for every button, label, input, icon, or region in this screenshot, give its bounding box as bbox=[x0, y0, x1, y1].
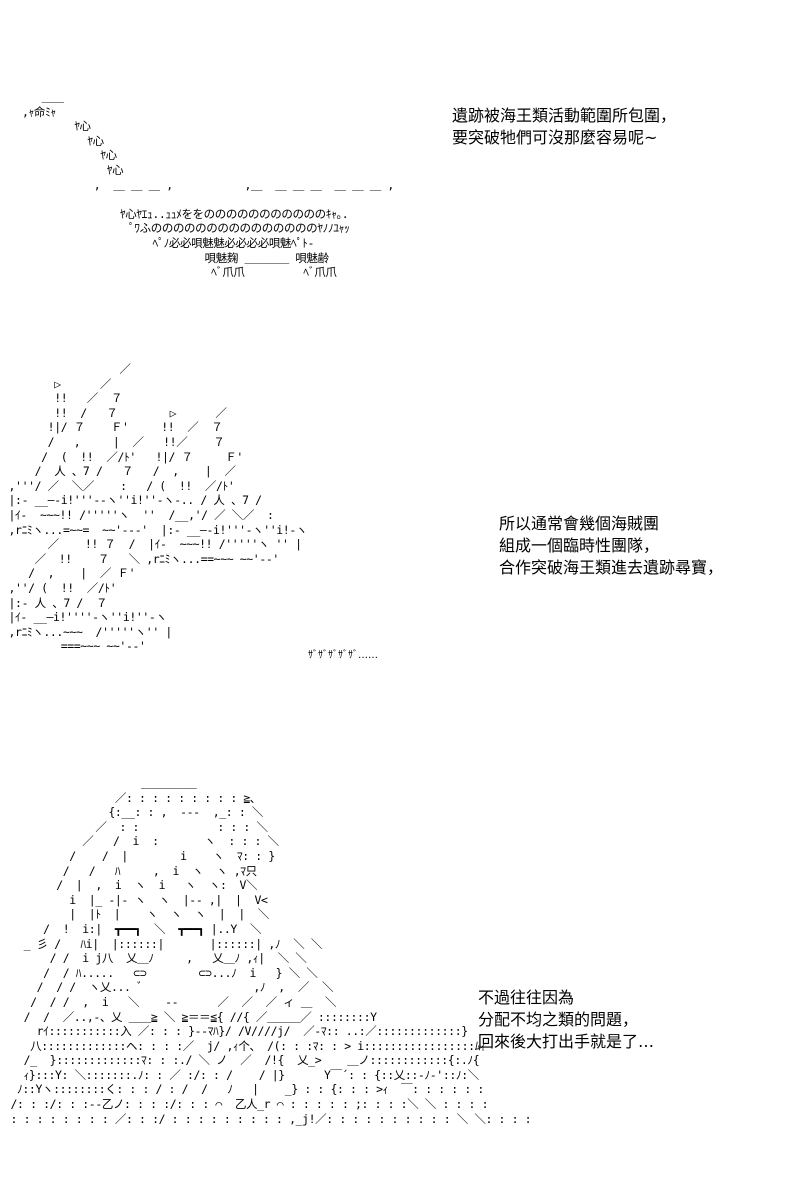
narration-line: 不過往往因為 bbox=[478, 988, 575, 1007]
narration-text-3: 不過往往因為 分配不均之類的問題， 回來後大打出手就是了… bbox=[478, 987, 654, 1053]
sound-effect-text: ｻﾞｻﾞｻﾞｻﾞｻﾞ…… bbox=[308, 650, 378, 661]
sea-king-ascii-art: ＿＿ ,ｬ命ﾐｬ ﾔ心 ﾔ心 ﾔ心 ﾔ心 , ＿ ＿ ＿ , ,＿ ＿ ＿ ＿ … bbox=[22, 90, 394, 280]
narration-line: 回來後大打出手就是了… bbox=[478, 1032, 655, 1051]
panel-sea-kings: ＿＿ ,ｬ命ﾐｬ ﾔ心 ﾔ心 ﾔ心 ﾔ心 , ＿ ＿ ＿ , ,＿ ＿ ＿ ＿ … bbox=[0, 0, 800, 330]
narration-text-1: 遺跡被海王類活動範圍所包圍， 要突破牠們可沒那麼容易呢~ bbox=[452, 105, 676, 149]
narration-text-2: 所以通常會幾個海賊團 組成一個臨時性團隊， 合作突破海王類進去遺跡尋寶， bbox=[499, 513, 723, 579]
narration-line: 合作突破海王類進去遺跡尋寶， bbox=[499, 558, 724, 577]
narration-line: 組成一個臨時性團隊， bbox=[499, 536, 660, 555]
character-face-ascii-art: ＿＿＿＿＿ ／: : : : : : : : : ≧､ {:__: : , ‐‐… bbox=[10, 776, 532, 1126]
narration-line: 分配不均之類的問題， bbox=[478, 1010, 639, 1029]
panel-pirate-fleet: ／ ▷ ／ !! ／ ７ !! / ７ ▷ ／ !|/ ７ Ｆ' !! ／ ７ … bbox=[0, 330, 800, 740]
pirate-ships-ascii-art: ／ ▷ ／ !! ／ ７ !! / ７ ▷ ／ !|/ ７ Ｆ' !! ／ ７ … bbox=[8, 362, 308, 654]
narration-line: 所以通常會幾個海賊團 bbox=[499, 514, 660, 533]
narration-line: 要突破牠們可沒那麼容易呢~ bbox=[452, 128, 658, 147]
panel-character-face: ＿＿＿＿＿ ／: : : : : : : : : ≧､ {:__: : , ‐‐… bbox=[0, 740, 800, 1200]
narration-line: 遺跡被海王類活動範圍所包圍， bbox=[452, 106, 677, 125]
